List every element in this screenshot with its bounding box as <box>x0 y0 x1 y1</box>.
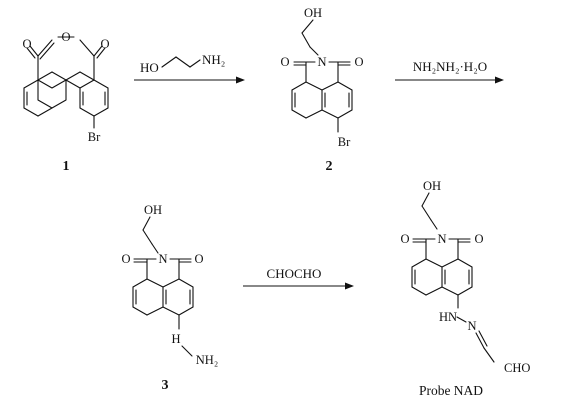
atom-o: O <box>121 252 130 266</box>
reagent-hydrazine-hydrate: NH₂NH₂·H₂O <box>413 59 487 74</box>
atom-n: N <box>158 252 167 266</box>
reagent-ethanolamine: HO NH₂ <box>140 52 225 75</box>
atom-n: N <box>317 55 326 69</box>
atom-n: N <box>437 232 446 246</box>
atom-oh: OH <box>144 203 162 217</box>
reagent-glyoxal: CHOCHO <box>267 266 322 281</box>
atom-o: O <box>22 37 31 51</box>
terminal-cho: CHO <box>504 361 530 375</box>
atom-o: O <box>400 232 409 246</box>
compound-1-label: 1 <box>63 159 70 174</box>
substituent-br: Br <box>88 130 101 144</box>
reagent-nh2: NH₂ <box>202 52 225 67</box>
probe-nad-structure: OH N O O HN N CHO <box>400 179 530 375</box>
substituent-br: Br <box>338 135 351 149</box>
reaction-arrow-2 <box>395 76 504 84</box>
atom-oh: OH <box>423 179 441 193</box>
atom-o: O <box>61 30 70 44</box>
substituent-nh2: NH₂ <box>196 353 218 367</box>
atom-o: O <box>194 252 203 266</box>
atom-o: O <box>354 55 363 69</box>
atom-o: O <box>474 232 483 246</box>
compound-2-structure: OH N O O Br <box>280 6 363 149</box>
compound-3-structure: OH N O O H NH₂ <box>121 203 218 367</box>
atom-hn: HN <box>439 310 457 324</box>
reaction-arrow-1 <box>134 76 245 84</box>
atom-n: N <box>467 319 476 333</box>
probe-nad-label: Probe NAD <box>419 383 483 398</box>
atom-nh: H <box>171 332 180 346</box>
compound-2-label: 2 <box>326 159 333 174</box>
atom-o: O <box>280 55 289 69</box>
reagent-ho: HO <box>140 60 159 75</box>
compound-3-label: 3 <box>162 378 169 393</box>
atom-oh: OH <box>304 6 322 20</box>
reaction-arrow-3 <box>243 282 354 290</box>
atom-o: O <box>100 37 109 51</box>
compound-1-structure: O O O Br <box>22 30 109 144</box>
